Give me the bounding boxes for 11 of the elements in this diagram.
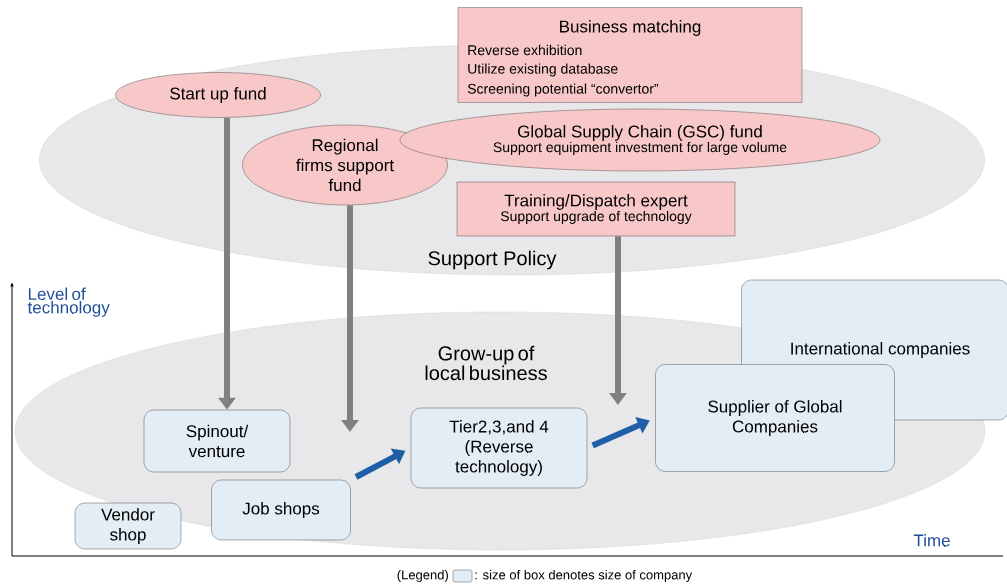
company-box: Job shops <box>211 479 351 541</box>
legend-text: : size of box denotes size of company <box>475 569 693 583</box>
company-box: Supplier of Global Companies <box>655 364 895 472</box>
company-box: Vendor shop <box>74 502 182 550</box>
legend-text: (Legend) <box>397 569 448 583</box>
policy-box: Business matching Reverse exhibition Utilize existing database Screening potential “convertor” <box>457 7 803 103</box>
policy-box: Training/Dispatch expert Support upgrade of technology <box>456 181 736 237</box>
axis-label: Time <box>913 534 950 547</box>
company-box: Tier2,3,and 4 (Reverse technology) <box>410 407 588 489</box>
node-label: International companies <box>791 342 970 358</box>
company-box: Spinout/ venture <box>143 409 291 473</box>
